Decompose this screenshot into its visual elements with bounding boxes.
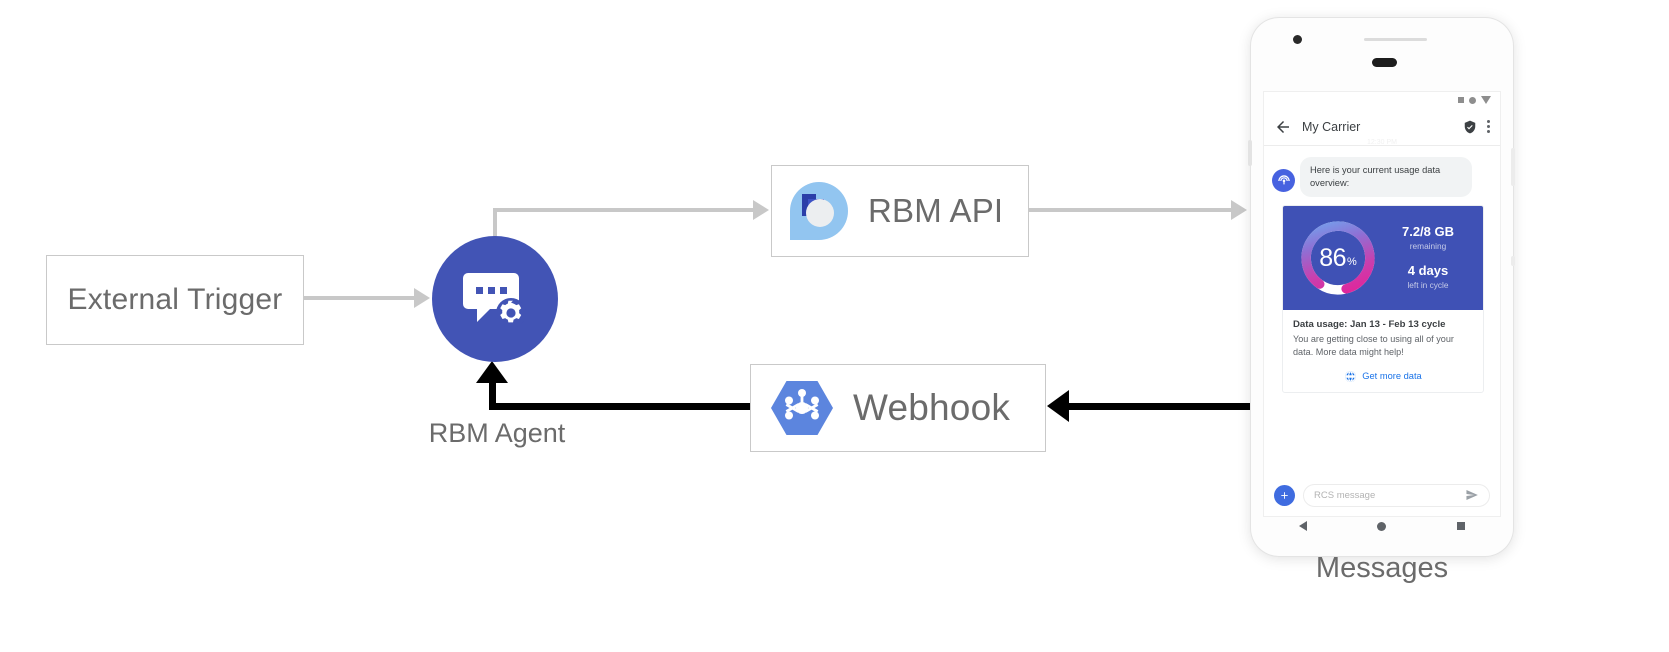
stat-data-remaining-value: 7.2/8 GB <box>1401 223 1455 239</box>
gauge-value: 86 <box>1319 243 1347 272</box>
webhook-hexagon-icon <box>771 381 833 435</box>
phone-mockup: My Carrier 12:30 PM Here is y <box>1248 18 1515 556</box>
message-composer: RCS message <box>1264 477 1500 513</box>
rich-card-stats: 7.2/8 GB remaining 4 days left in cycle <box>1381 223 1483 292</box>
earpiece-speaker <box>1364 38 1427 41</box>
nav-home-icon[interactable] <box>1377 521 1387 531</box>
conversation-timestamp: 12:30 PM <box>1367 139 1397 146</box>
stat-days-left-value: 4 days <box>1407 263 1449 278</box>
triangle-down-icon <box>1481 96 1491 104</box>
connector-webhook-to-agent <box>489 403 751 410</box>
rich-card-description: You are getting close to using all of yo… <box>1293 334 1454 357</box>
android-nav-bar <box>1264 513 1500 539</box>
phone-screen: My Carrier 12:30 PM Here is y <box>1264 92 1500 531</box>
gauge-unit: % <box>1347 256 1357 268</box>
rcs-message-placeholder: RCS message <box>1314 489 1376 501</box>
rbm-agent-label: RBM Agent <box>428 418 566 448</box>
connector-agent-up <box>493 208 497 248</box>
external-trigger-label: External Trigger <box>67 283 283 316</box>
node-webhook[interactable]: Webhook <box>750 364 1046 452</box>
plus-glyph-icon <box>1281 491 1288 499</box>
connector-api-to-phone <box>1029 208 1231 212</box>
get-more-data-label: Get more data <box>1362 371 1422 382</box>
rich-card-body: Data usage: Jan 13 - Feb 13 cycle You ar… <box>1283 310 1483 362</box>
nav-back-icon[interactable] <box>1299 521 1308 531</box>
connector-phone-to-webhook <box>1069 403 1254 410</box>
connector-webhook-to-agent-vertical <box>489 383 496 410</box>
rbm-api-label: RBM API <box>868 192 1004 229</box>
rbm-api-icon <box>790 182 848 240</box>
rcs-bot-icon <box>1272 169 1295 192</box>
app-bar-title: My Carrier <box>1302 119 1361 134</box>
data-usage-gauge: 86 % <box>1295 215 1381 301</box>
node-rbm-api[interactable]: RBM API <box>771 165 1029 257</box>
circle-icon <box>1469 96 1476 104</box>
rich-card[interactable]: 86 % 7.2/8 GB remaining 4 days left in c… <box>1282 205 1484 393</box>
arrowhead-trigger-to-agent <box>414 288 430 308</box>
connector-agent-to-api <box>493 208 753 212</box>
node-rbm-agent[interactable] <box>432 236 558 362</box>
rich-card-media: 86 % 7.2/8 GB remaining 4 days left in c… <box>1283 206 1483 310</box>
rcs-message-input[interactable]: RCS message <box>1303 483 1490 507</box>
rcs-antenna-icon <box>1277 174 1290 184</box>
phone-side-button-left <box>1248 140 1252 166</box>
globe-icon <box>1345 371 1357 382</box>
stat-days-left-label: left in cycle <box>1407 279 1449 290</box>
chat-gear-icon <box>463 273 526 328</box>
webhook-label: Webhook <box>853 387 1011 428</box>
gauge-ring-icon <box>1301 221 1375 295</box>
conversation-area: Here is your current usage data overview… <box>1264 147 1500 469</box>
back-arrow-icon[interactable] <box>1274 118 1292 136</box>
app-bar: My Carrier <box>1264 108 1500 146</box>
gauge-value-group: 86 % <box>1295 215 1381 301</box>
get-more-data-button[interactable]: Get more data <box>1283 362 1483 392</box>
phone-volume-button[interactable] <box>1511 256 1515 266</box>
node-external-trigger[interactable]: External Trigger <box>46 255 304 345</box>
verified-shield-icon <box>1464 120 1476 133</box>
square-icon <box>1458 97 1464 103</box>
bot-message-text: Here is your current usage data overview… <box>1310 165 1441 188</box>
rich-card-title: Data usage: Jan 13 - Feb 13 cycle <box>1293 319 1446 330</box>
connector-trigger-to-agent <box>304 296 414 300</box>
more-vertical-icon[interactable] <box>1487 120 1490 133</box>
arrowhead-phone-to-webhook <box>1047 390 1069 422</box>
arrowhead-api-to-phone <box>1231 200 1247 220</box>
plus-icon[interactable] <box>1274 484 1295 506</box>
status-bar <box>1264 92 1500 108</box>
arrowhead-agent-to-api <box>753 200 769 220</box>
arrowhead-webhook-to-agent <box>476 361 508 383</box>
nav-recents-icon[interactable] <box>1456 522 1465 530</box>
send-icon[interactable] <box>1465 488 1479 502</box>
phone-power-button[interactable] <box>1511 148 1515 186</box>
stat-data-remaining-label: remaining <box>1409 240 1447 251</box>
phone-speaker-slot <box>1372 58 1397 67</box>
messages-label: Messages <box>1315 552 1449 584</box>
bot-message-bubble: Here is your current usage data overview… <box>1300 157 1472 197</box>
front-camera-icon <box>1293 35 1302 44</box>
